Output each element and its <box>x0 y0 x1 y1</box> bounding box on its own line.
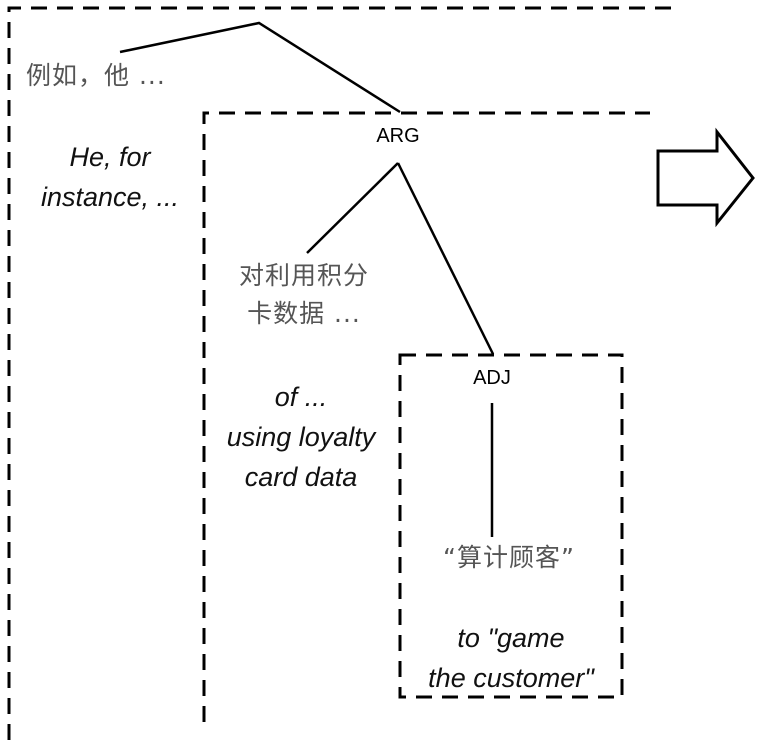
gloss-line: the customer" <box>428 663 594 693</box>
arg-node-label: ARG <box>376 125 420 147</box>
adj-chinese-text: “算计顾客” <box>443 543 575 572</box>
arg-frame <box>202 111 650 722</box>
root-english-gloss: He, for instance, ... <box>20 137 200 217</box>
arg-chinese-text: 对利用积分 卡数据 ... <box>214 257 394 333</box>
root-chinese-text: 例如，他 ... <box>26 61 166 90</box>
edge-root-to-arg <box>119 21 401 114</box>
chinese-line: 对利用积分 <box>238 261 369 290</box>
right-arrow-outline-icon <box>656 127 755 228</box>
adj-frame <box>398 353 624 699</box>
gloss-line: card data <box>244 462 358 492</box>
edge-arg-to-chinese <box>306 162 399 254</box>
arg-english-gloss: of ... using loyalty card data <box>206 377 396 497</box>
gloss-line: to "game <box>457 623 565 653</box>
gloss-line: instance, ... <box>40 182 180 212</box>
adj-english-gloss: to "game the customer" <box>402 618 620 698</box>
gloss-line: of ... <box>274 382 328 412</box>
outer-frame <box>7 6 676 740</box>
adj-node-label: ADJ <box>473 367 511 389</box>
chinese-line: 卡数据 ... <box>247 299 361 328</box>
gloss-line: using loyalty <box>226 422 376 452</box>
gloss-line: He, for <box>69 142 151 172</box>
edge-arg-to-adj <box>396 162 495 355</box>
